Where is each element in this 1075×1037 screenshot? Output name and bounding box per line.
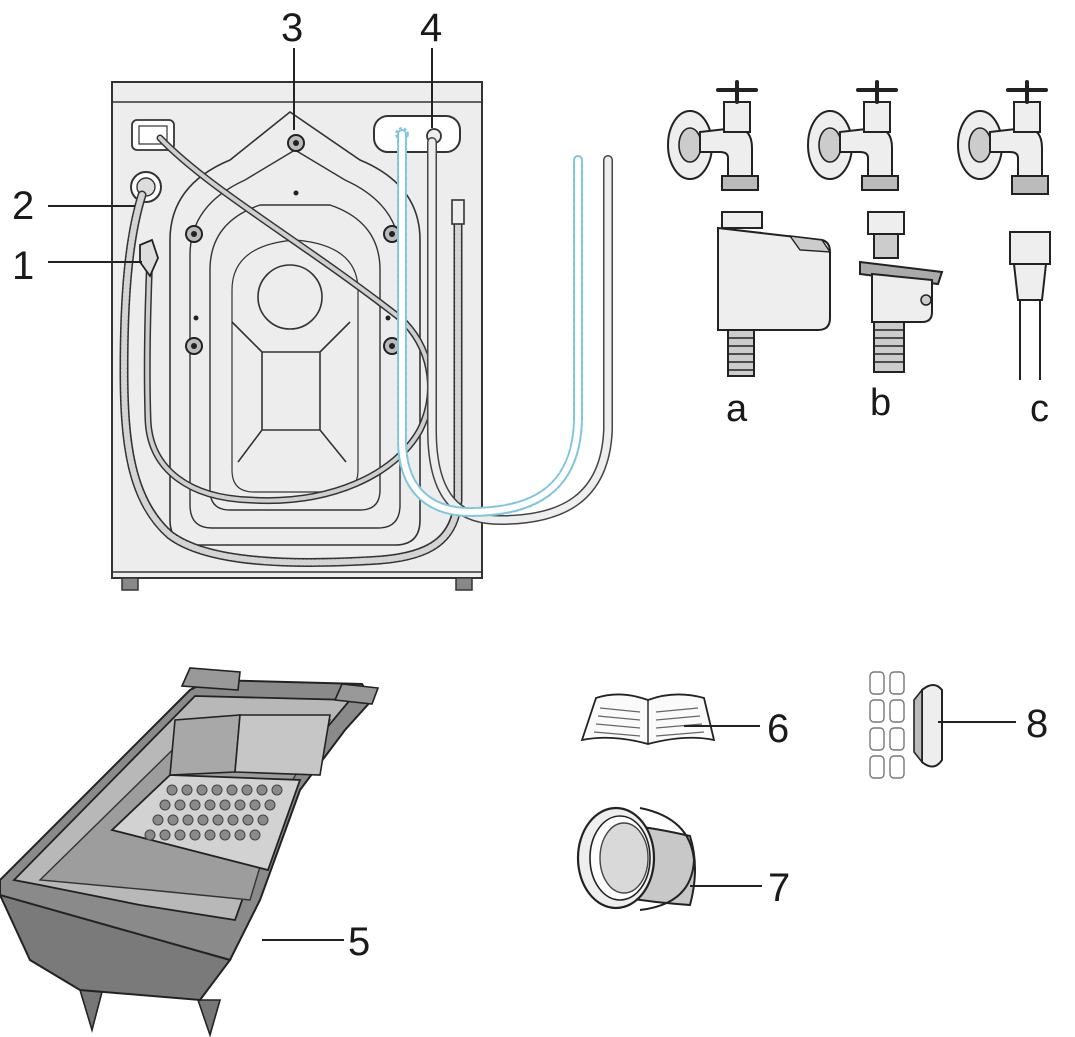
adapter-label-c: c [1030,388,1049,430]
machine-foot-left [121,577,139,591]
hose-connector-c [1009,231,1051,380]
machine-foot-right [455,577,473,591]
tap-a [667,80,759,191]
callout-number-5: 5 [348,920,371,964]
washing-machine-back [111,81,613,591]
end-cap-ring [576,806,696,911]
water-inlet-valve [373,115,461,153]
transit-bolt [185,337,203,355]
callout-number-2: 2 [12,184,35,228]
transit-bolt [383,225,401,243]
instruction-manual-booklet [580,693,716,745]
transit-bolt [185,225,203,243]
tap-b [807,80,899,191]
hose-connector-b [859,211,944,373]
callout-number-8: 8 [1026,702,1049,746]
liquid-detergent-tray [0,667,380,1037]
tap-c [957,80,1049,195]
callout-number-6: 6 [767,707,790,751]
callout-number-3: 3 [281,6,304,50]
callout-number-7: 7 [768,866,791,910]
callout-number-4: 4 [420,6,443,50]
adapter-label-a: a [726,388,748,430]
adapter-label-b: b [870,382,892,424]
callout-number-1: 1 [12,244,35,288]
bolt-hole-covers [869,671,943,779]
transit-bolt [287,134,305,152]
hose-connector-a [717,211,832,377]
